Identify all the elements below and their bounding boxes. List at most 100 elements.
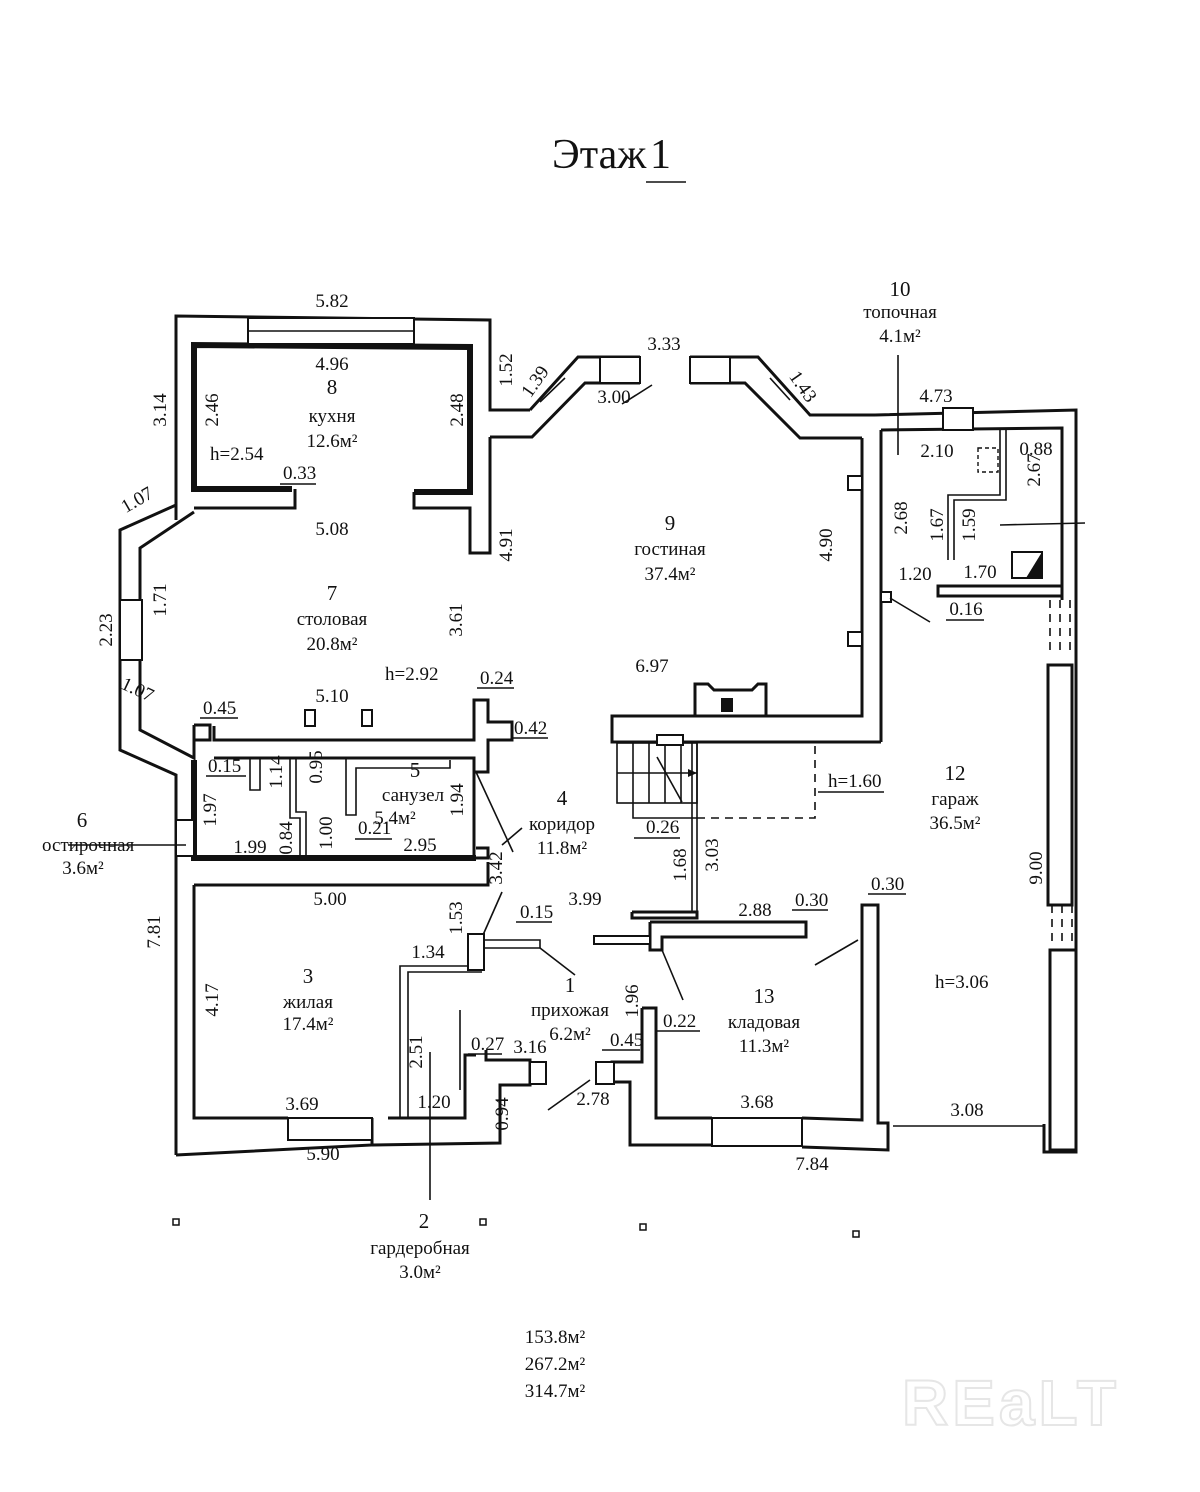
- dim: 2.23: [96, 613, 117, 646]
- room-12-number: 12: [945, 761, 966, 785]
- dim: 1.07: [118, 483, 157, 518]
- room-12-area: 36.5м²: [930, 813, 981, 834]
- laundry-window: [175, 819, 195, 857]
- dim: 1.52: [496, 353, 517, 386]
- living-right-wall: [610, 438, 881, 744]
- dim: 2.51: [406, 1035, 427, 1068]
- dim: 6.97: [635, 656, 668, 677]
- room-1-name: прихожая: [531, 1000, 609, 1021]
- dim: 0.27: [471, 1034, 504, 1055]
- dim: 1.70: [963, 562, 996, 583]
- storage-left-wall: [642, 1006, 712, 1120]
- dim: 0.21: [358, 818, 391, 839]
- room-12-name: гараж: [931, 789, 979, 810]
- dim: 0.22: [663, 1011, 696, 1032]
- dim: 1.68: [670, 848, 691, 881]
- dim: 0.30: [871, 874, 904, 895]
- bath-right-wall: [472, 772, 490, 860]
- wardrobe-inner: [388, 1053, 476, 1120]
- room-4-area: 11.8м²: [537, 838, 588, 859]
- boiler-partition: [947, 430, 1001, 560]
- room-3-area: 17.4м²: [283, 1014, 334, 1035]
- fireplace: [693, 682, 768, 716]
- room-8-name: кухня: [309, 406, 356, 427]
- dim: 0.15: [208, 756, 241, 777]
- dim: 3.33: [647, 334, 680, 355]
- room-2-area: 3.0м²: [399, 1262, 441, 1283]
- dim: 1.20: [898, 564, 931, 585]
- ceiling-heights: h=2.54 h=2.92 h=1.60 h=3.06: [210, 444, 988, 993]
- room-2-name: гардеробная: [370, 1238, 470, 1259]
- dim: 3.99: [568, 889, 601, 910]
- room-10-name: топочная: [863, 302, 937, 323]
- room3-window: [287, 1117, 373, 1141]
- room-8-number: 8: [327, 375, 338, 399]
- dim: 3.16: [513, 1037, 546, 1058]
- dim: 3.08: [950, 1100, 983, 1121]
- dim: 4.17: [202, 983, 223, 1016]
- dim: 0.45: [610, 1030, 643, 1051]
- total-area-3: 314.7м²: [525, 1381, 586, 1402]
- dim: 0.88: [1019, 439, 1052, 460]
- dim: 0.15: [520, 902, 553, 923]
- boiler-outer: [874, 408, 1078, 1154]
- dim: 2.10: [920, 441, 953, 462]
- dining-bay-outer: [118, 503, 178, 1155]
- chimney-icon: [721, 698, 733, 712]
- boiler-window: [942, 407, 974, 431]
- floor-title: Этаж: [552, 132, 647, 178]
- room-1-area: 6.2м²: [549, 1024, 591, 1045]
- dim: 2.67: [1024, 453, 1045, 486]
- dim: 0.16: [949, 599, 982, 620]
- dim: 2.48: [447, 393, 468, 426]
- room-9-number: 9: [665, 511, 676, 535]
- stair-under-outline: [697, 742, 816, 819]
- room-7-name: столовая: [297, 609, 368, 630]
- bay-window-left: [599, 356, 641, 384]
- kitchen-outer-wall: [174, 314, 530, 520]
- room-8-area: 12.6м²: [307, 431, 358, 452]
- dim: 1.00: [316, 816, 337, 849]
- room-3-name: жилая: [282, 992, 333, 1013]
- room-6-name: остирочная: [42, 835, 135, 856]
- markers: [172, 1218, 860, 1238]
- dim: 1.34: [411, 942, 445, 963]
- dining-bay-inner: [138, 510, 196, 761]
- dim: 0.42: [514, 718, 547, 739]
- dim: 4.90: [816, 528, 837, 561]
- kitchen-inner-wall: [191, 341, 473, 495]
- dim: 5.10: [315, 686, 348, 707]
- dim: 3.14: [150, 393, 171, 427]
- dim: 2.78: [576, 1089, 609, 1110]
- dim: 1.53: [446, 901, 467, 934]
- room-10-area: 4.1м²: [879, 326, 921, 347]
- dim: 7.81: [144, 915, 165, 948]
- dim: 4.73: [919, 386, 952, 407]
- dim: 1.14: [266, 755, 287, 789]
- boiler-symbol-icon: [1026, 552, 1042, 578]
- dim: 5.08: [315, 519, 348, 540]
- area-totals: 153.8м² 267.2м² 314.7м²: [525, 1327, 586, 1402]
- dim: 2.68: [891, 501, 912, 534]
- dim: 1.43: [784, 367, 820, 406]
- boiler-bottom-wall: [936, 584, 1064, 598]
- dim: 1.96: [622, 984, 643, 1017]
- room-10-number: 10: [890, 277, 911, 301]
- dim: 3.42: [486, 851, 507, 884]
- room-3-number: 3: [303, 964, 314, 988]
- dim: 1.07: [118, 673, 157, 706]
- dim: 2.95: [403, 835, 436, 856]
- laundry-wall: [194, 723, 212, 742]
- bay-window-right: [689, 356, 731, 384]
- room3-top-wall: [194, 862, 490, 887]
- dim: 5.90: [306, 1144, 339, 1165]
- walls: [68, 314, 1086, 1200]
- dim: 0.24: [480, 668, 514, 689]
- dim: 4.91: [496, 528, 517, 561]
- room-7-area: 20.8м²: [307, 634, 358, 655]
- stairs: [616, 734, 698, 819]
- dining-window: [119, 599, 143, 661]
- dim: 2.46: [202, 393, 223, 426]
- dim: 2.88: [738, 900, 771, 921]
- dim: 3.69: [285, 1094, 318, 1115]
